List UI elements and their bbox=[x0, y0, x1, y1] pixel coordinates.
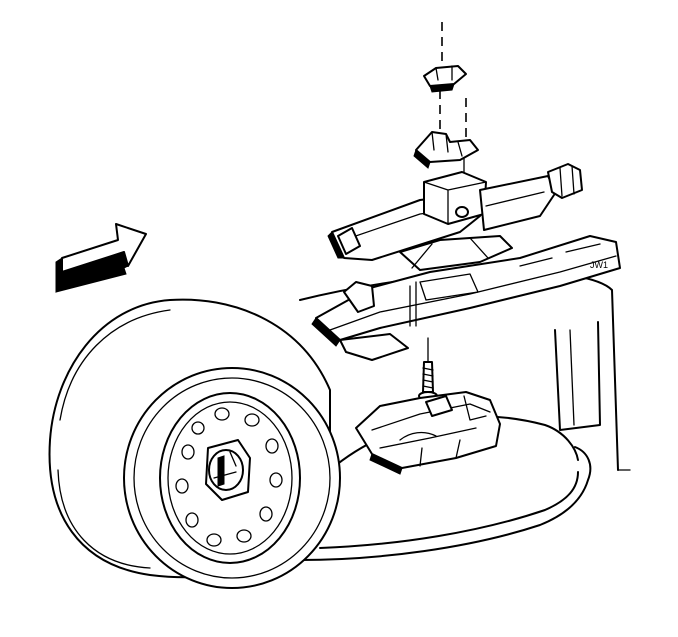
jack-storage-tray bbox=[355, 391, 501, 475]
jack-retainer-cap bbox=[423, 65, 467, 93]
spare-tire bbox=[48, 298, 341, 589]
part-label: JW1 bbox=[590, 260, 608, 270]
scissor-jack bbox=[327, 163, 583, 271]
direction-arrow bbox=[55, 223, 147, 293]
jack-retainer-bracket bbox=[413, 131, 479, 169]
jack-mounting-bracket: JW1 bbox=[311, 235, 621, 361]
wheel-hub bbox=[205, 439, 251, 501]
wheel-lug-holes bbox=[175, 407, 283, 547]
jack-stud-bolt bbox=[418, 337, 438, 401]
